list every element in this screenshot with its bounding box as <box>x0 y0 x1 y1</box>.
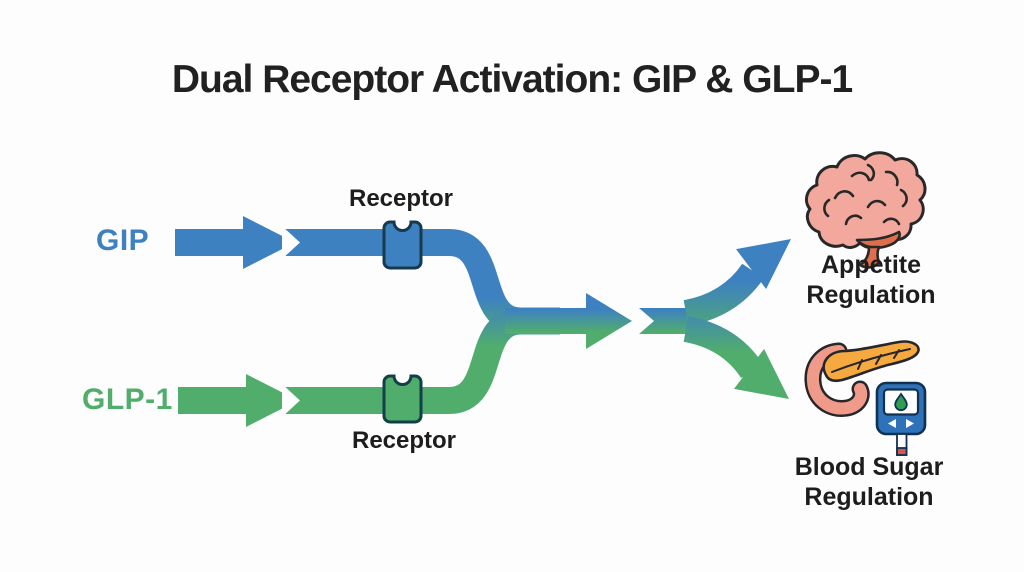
appetite-regulation-label: Appetite Regulation <box>761 250 981 310</box>
blood-sugar-regulation-label: Blood Sugar Regulation <box>759 452 979 512</box>
gip-receptor-icon <box>382 220 423 270</box>
glp1-arrow <box>178 307 560 427</box>
gip-arrow <box>175 216 560 335</box>
pancreas-glucose-meter-icon <box>804 340 927 456</box>
appetite-branch-arrow <box>683 239 791 326</box>
glp1-receptor-label: Receptor <box>351 427 457 454</box>
blood-sugar-line2: Regulation <box>804 483 934 511</box>
blood-sugar-line1: Blood Sugar <box>794 453 944 481</box>
gip-receptor-label: Receptor <box>348 185 454 212</box>
gip-label: GIP <box>96 224 150 257</box>
brain-icon <box>805 151 927 269</box>
appetite-line1: Appetite <box>821 251 921 279</box>
merged-arrow <box>505 293 694 349</box>
appetite-line2: Regulation <box>806 281 936 309</box>
glp1-label: GLP-1 <box>82 383 173 416</box>
glp1-receptor-icon <box>382 374 423 424</box>
diagram-title: Dual Receptor Activation: GIP & GLP-1 <box>171 58 853 101</box>
blood-sugar-branch-arrow <box>683 316 789 399</box>
